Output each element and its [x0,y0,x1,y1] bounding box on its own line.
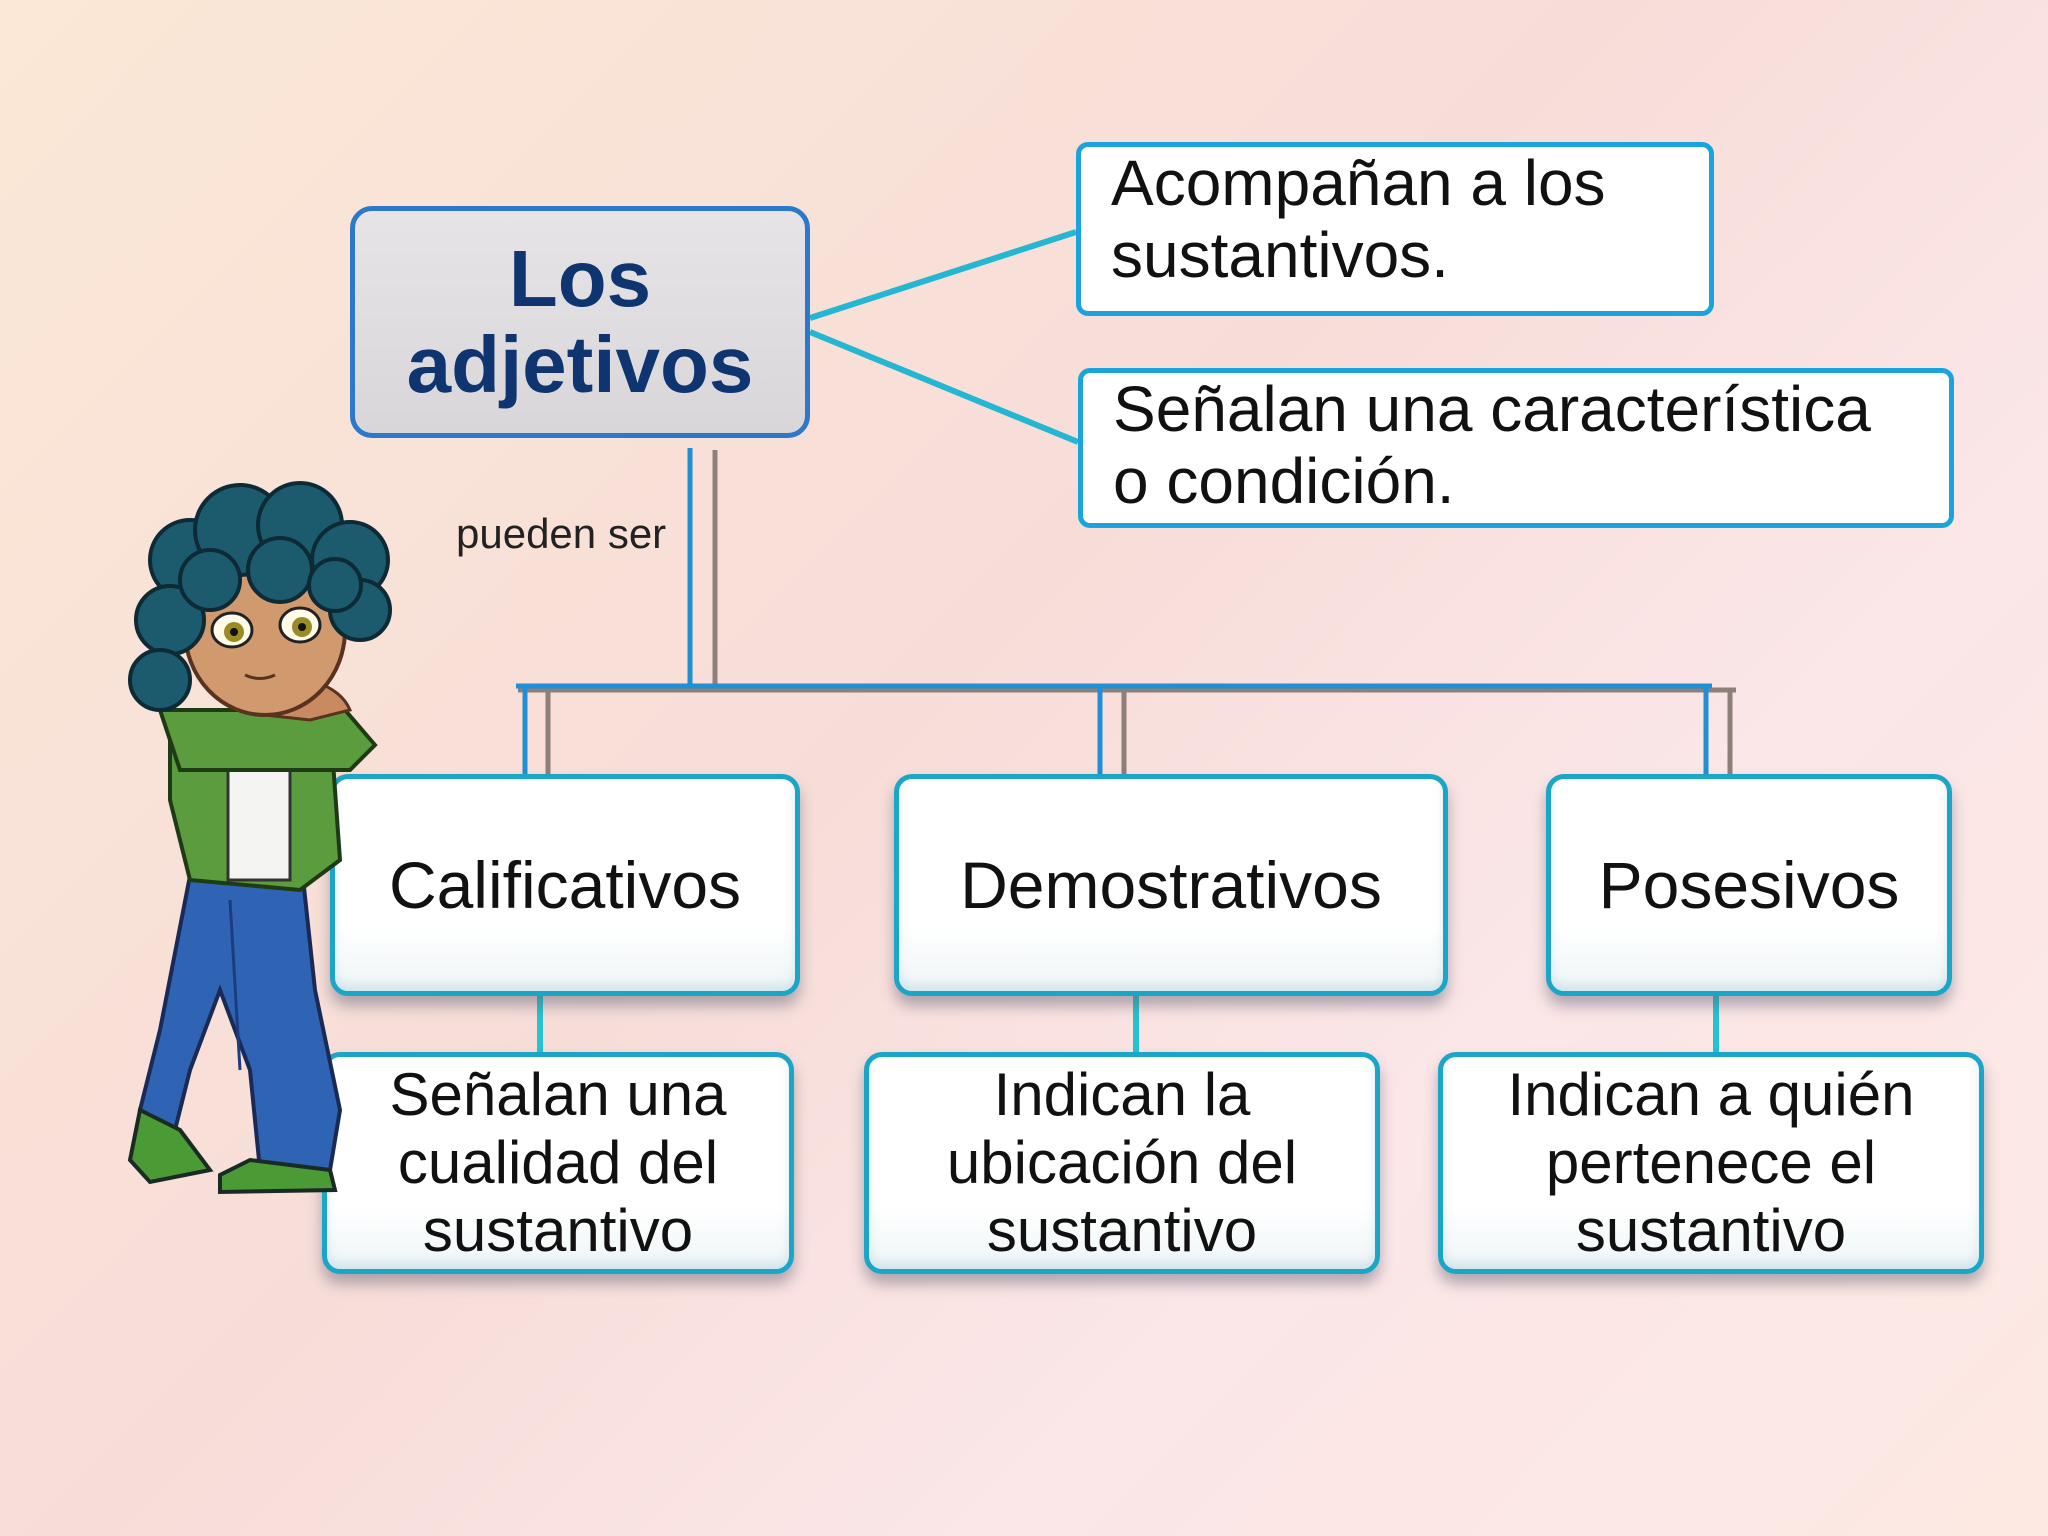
description-posesivos: Indican a quién pertenece el sustantivo [1438,1052,1984,1274]
category-label: Posesivos [1598,848,1900,922]
category-label: Calificativos [388,848,742,922]
description-line: ubicación del [946,1129,1298,1196]
category-posesivos: Posesivos [1546,774,1952,996]
description-line: sustantivo [1575,1197,1847,1264]
link-label: pueden ser [456,510,667,557]
description-calificativos: Señalan una cualidad del sustantivo [322,1052,794,1274]
description-line: sustantivo [422,1197,694,1264]
note-characteristic-line1: Señalan una característica [1113,373,1871,445]
category-demostrativos: Demostrativos [894,774,1448,996]
root-node: Los adjetivos [350,206,810,438]
description-line: Indican la [993,1061,1251,1128]
root-title-line1: Los [508,234,652,323]
description-demostrativos: Indican la ubicación del sustantivo [864,1052,1380,1274]
description-line: pertenece el [1545,1129,1877,1196]
cartoon-character-illustration [127,481,392,1195]
note-characteristic-line2: o condición. [1113,445,1455,517]
category-calificativos: Calificativos [330,774,800,996]
note-accompany-line2: sustantivos. [1111,219,1449,291]
note-accompany-line1: Acompañan a los [1111,147,1606,219]
description-line: Indican a quién [1507,1061,1915,1128]
note-accompany: Acompañan a los sustantivos. [1076,142,1714,316]
description-line: sustantivo [986,1197,1258,1264]
note-characteristic: Señalan una característica o condición. [1078,368,1954,528]
category-label: Demostrativos [960,848,1382,922]
root-title-line2: adjetivos [406,320,754,409]
description-line: cualidad del [397,1129,719,1196]
description-line: Señalan una [389,1061,727,1128]
